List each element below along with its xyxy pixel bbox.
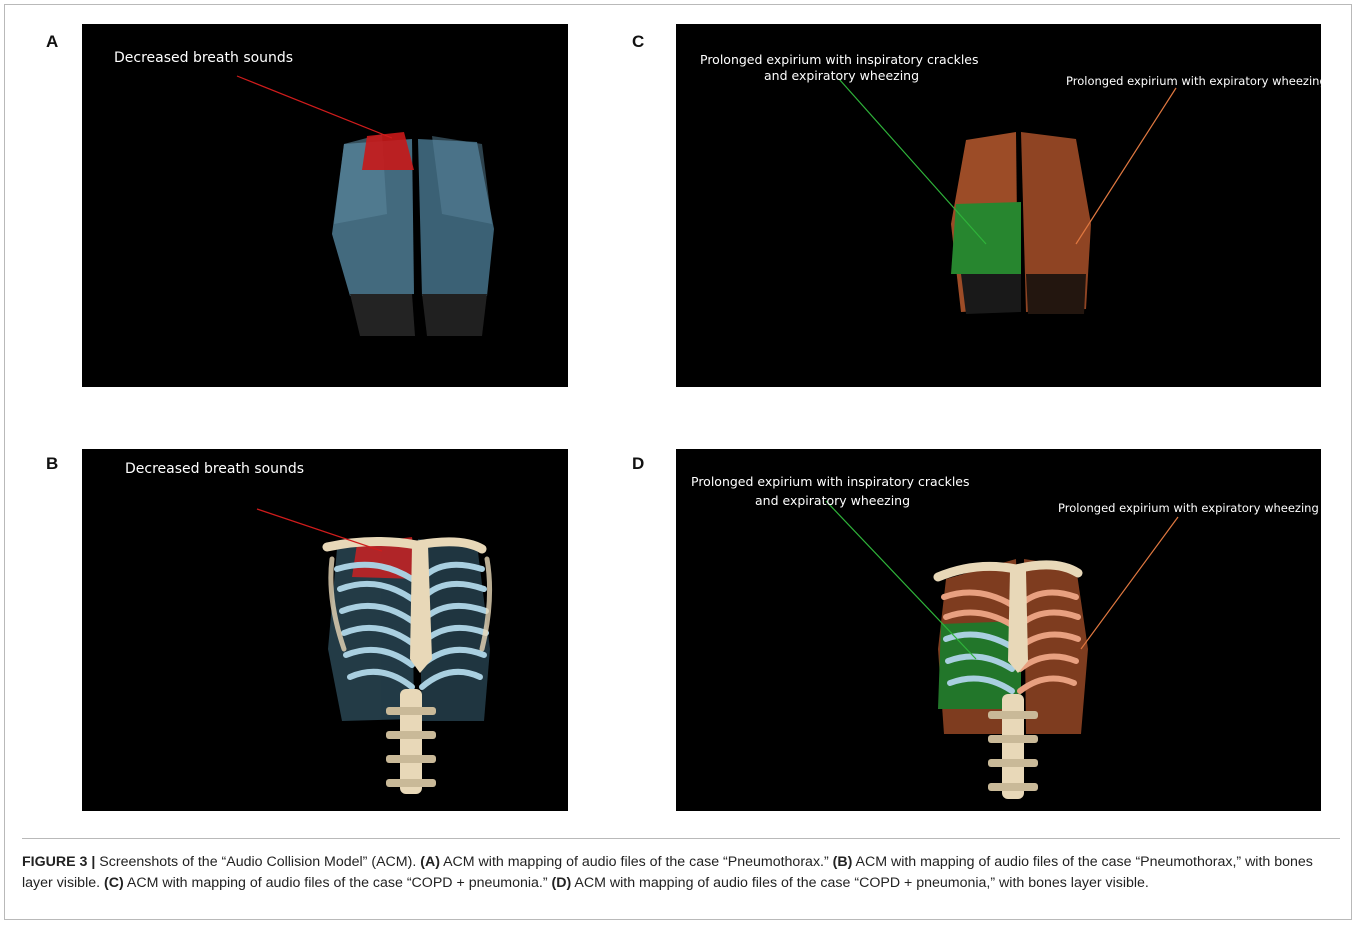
annotation-text: Prolonged expirium with expiratory wheez… — [1066, 74, 1321, 88]
annotation-leader-line-orange — [1076, 88, 1176, 244]
annotation-leader-line — [237, 76, 392, 138]
annotation-text: Prolonged expirium with inspiratory crac… — [700, 52, 979, 67]
annotation-leader-line-orange — [1081, 517, 1178, 649]
caption-text-a: ACM with mapping of audio files of the c… — [440, 854, 833, 870]
annotation-text: Prolonged expirium with inspiratory crac… — [691, 474, 970, 489]
caption-label: FIGURE 3 | — [22, 854, 95, 870]
caption-tag-c: (C) — [104, 875, 124, 891]
figure-caption: FIGURE 3 | Screenshots of the “Audio Col… — [22, 852, 1340, 894]
caption-tag-a: (A) — [420, 854, 440, 870]
panel-label-d: D — [632, 454, 644, 474]
annotation-text: and expiratory wheezing — [755, 493, 910, 508]
caption-text-c: ACM with mapping of audio files of the c… — [124, 875, 552, 891]
annotation-text: Prolonged expirium with expiratory wheez… — [1058, 501, 1319, 515]
annotation-leader-line — [257, 509, 382, 551]
annotation-text: Decreased breath sounds — [125, 461, 304, 477]
panel-a-screenshot: Decreased breath sounds — [82, 24, 568, 387]
panel-label-a: A — [46, 32, 58, 52]
caption-intro: Screenshots of the “Audio Collision Mode… — [95, 854, 420, 870]
caption-tag-d: (D) — [552, 875, 572, 891]
panel-b-screenshot: Decreased breath sounds — [82, 449, 568, 811]
caption-text-d: ACM with mapping of audio files of the c… — [571, 875, 1149, 891]
caption-divider — [22, 838, 1340, 839]
lung-model — [332, 134, 494, 336]
panel-label-c: C — [632, 32, 644, 52]
panel-label-b: B — [46, 454, 58, 474]
caption-tag-b: (B) — [833, 854, 853, 870]
panel-d-screenshot: Prolonged expirium with inspiratory crac… — [676, 449, 1321, 811]
annotation-text: and expiratory wheezing — [764, 68, 919, 83]
sternum — [1008, 571, 1028, 673]
lung-model — [951, 132, 1091, 314]
highlight-region — [362, 132, 414, 170]
annotation-text: Decreased breath sounds — [114, 50, 293, 66]
panel-c-screenshot: Prolonged expirium with inspiratory crac… — [676, 24, 1321, 387]
